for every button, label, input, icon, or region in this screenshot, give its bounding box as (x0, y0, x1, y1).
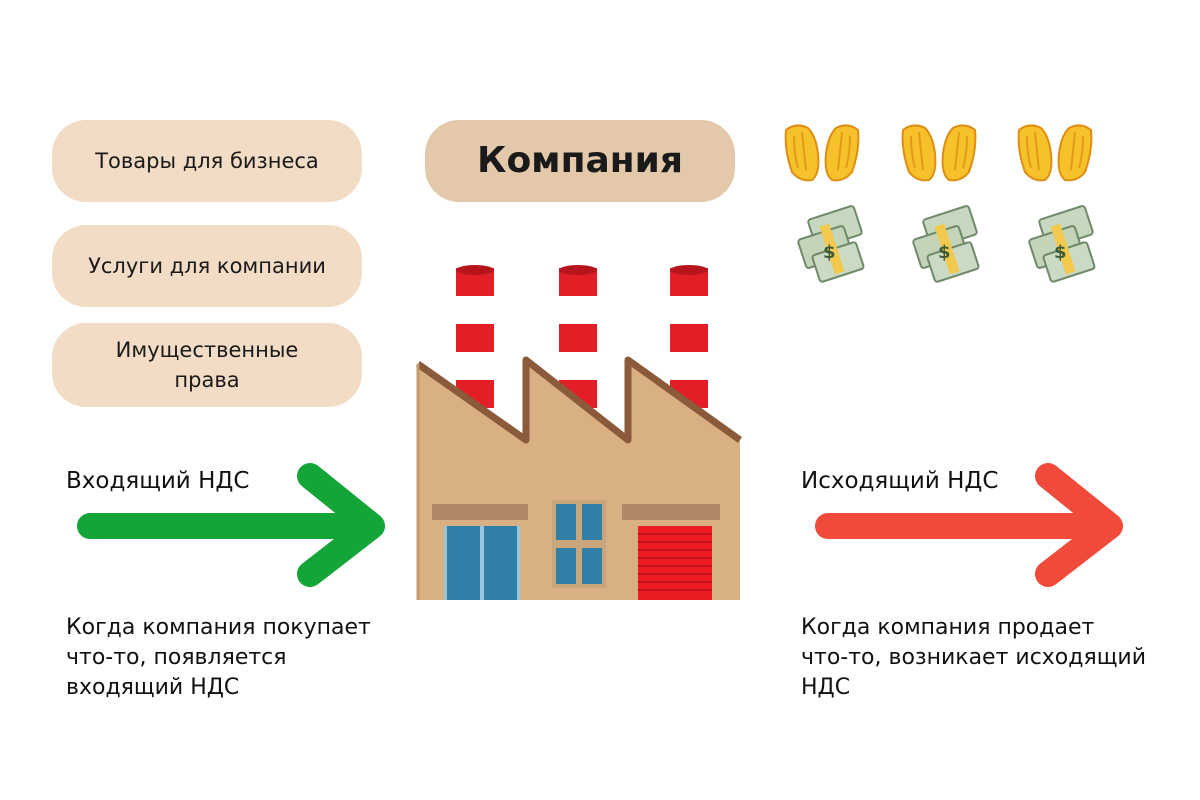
money-icon-1 (796, 204, 866, 284)
pill-goods-label: Товары для бизнеса (95, 149, 319, 173)
palms-up-icon-1 (784, 124, 860, 182)
pill-goods: Товары для бизнеса (52, 120, 362, 202)
output-vat-arrow (815, 463, 1123, 587)
pill-services-label: Услуги для компании (88, 254, 326, 278)
factory-icon (415, 265, 743, 600)
money-icon-2 (911, 204, 981, 284)
pill-services: Услуги для компании (52, 225, 362, 307)
company-pill: Компания (425, 120, 735, 202)
palms-up-icon-3 (1017, 124, 1093, 182)
output-vat-title: Исходящий НДС (801, 468, 999, 494)
pill-property-rights-label: Имущественные права (115, 338, 299, 392)
input-vat-arrow (77, 463, 385, 587)
company-label: Компания (477, 140, 683, 181)
input-vat-description: Когда компания покупает что-то, появляет… (66, 615, 371, 700)
money-icon-3 (1027, 204, 1097, 284)
palms-up-icon-2 (901, 124, 977, 182)
output-vat-description: Когда компания продает что-то, возникает… (801, 615, 1147, 700)
pill-property-rights: Имущественные права (52, 323, 362, 407)
input-vat-title: Входящий НДС (66, 468, 250, 494)
